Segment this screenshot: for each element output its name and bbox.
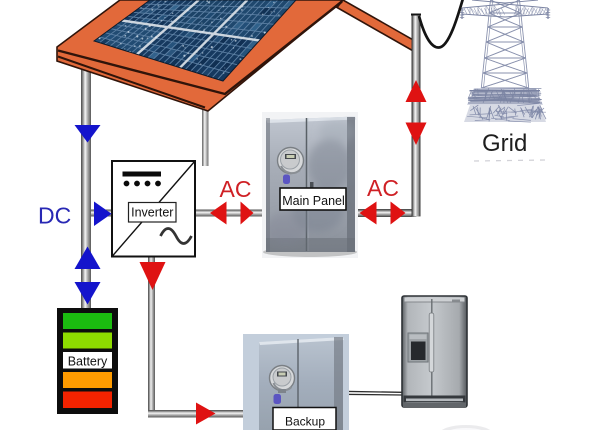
svg-text:Battery: Battery bbox=[68, 355, 108, 369]
svg-text:Backup: Backup bbox=[285, 415, 325, 429]
svg-text:Inverter: Inverter bbox=[131, 206, 173, 220]
svg-text:Main Panel: Main Panel bbox=[282, 194, 345, 208]
svg-text:AC: AC bbox=[220, 176, 252, 202]
svg-text:Grid: Grid bbox=[482, 130, 527, 157]
svg-text:DC: DC bbox=[38, 203, 71, 229]
svg-text:AC: AC bbox=[367, 175, 399, 201]
